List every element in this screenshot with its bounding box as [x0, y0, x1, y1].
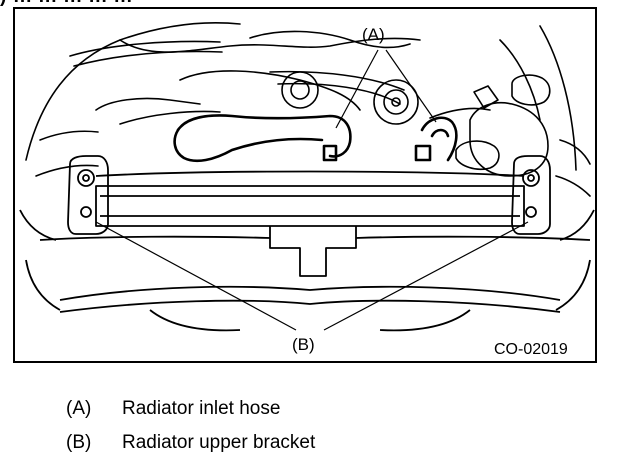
radiator-top-outline	[95, 170, 525, 177]
legend-code: (A)	[66, 398, 92, 419]
legend-label: Radiator inlet hose	[122, 398, 281, 419]
figure-frame	[13, 7, 597, 363]
leader-line-a-left	[335, 49, 379, 129]
right-wiring	[555, 139, 591, 197]
leader-line-b-right	[323, 221, 529, 331]
upper-hose-left	[69, 40, 221, 57]
radiator-upper-tank	[95, 185, 525, 227]
reservoir-cap	[511, 74, 551, 106]
figure-code: CO-02019	[494, 341, 568, 358]
callout-a: (A)	[362, 25, 385, 44]
fender-line-left	[19, 209, 61, 311]
inlet-hose-right-section	[420, 116, 458, 162]
cropped-heading: ) ... ... ... ... ...	[0, 0, 133, 8]
bracket-left-bolt-upper	[77, 169, 95, 187]
hood-latch-support	[269, 226, 357, 277]
legend-item-b: (B) Radiator upper bracket	[66, 432, 315, 454]
bracket-right-bolt-lower	[525, 206, 537, 218]
left-wiring	[35, 130, 99, 177]
radiator-cap	[455, 140, 500, 171]
leader-line-b-left	[95, 221, 297, 331]
legend-code: (B)	[66, 432, 92, 453]
alternator-pulley-inner	[383, 89, 409, 115]
pulley-left	[281, 71, 319, 109]
grille-opening-left	[149, 309, 241, 332]
alternator-pulley-hub	[391, 97, 401, 107]
hood-contour-right	[539, 25, 577, 171]
belt-upper	[269, 70, 405, 91]
front-bumper-beam	[59, 285, 561, 301]
inlet-hose-right-inner	[430, 128, 450, 138]
grille-opening-right	[379, 309, 471, 332]
inlet-hose-clamp-right	[414, 144, 432, 162]
engine-mid-contour	[119, 107, 491, 125]
front-bumper-lower	[59, 299, 561, 313]
leader-line-a-right	[385, 49, 437, 123]
filler-neck	[473, 85, 499, 109]
bracket-left-bolt-upper-hole	[82, 174, 90, 182]
fender-line-right	[555, 209, 595, 311]
bracket-left-bolt-lower	[80, 206, 92, 218]
inlet-hose-left-section	[176, 114, 352, 158]
intake-outline	[179, 70, 361, 111]
inlet-hose-clamp-left	[322, 144, 338, 162]
inlet-hose-left-lower	[173, 128, 324, 163]
upper-hose-left-2	[73, 50, 223, 67]
upper-bracket-right	[511, 155, 551, 235]
bracket-right-bolt-upper	[522, 169, 540, 187]
pulley-left-hub	[290, 80, 310, 100]
callout-b: (B)	[292, 335, 315, 354]
bracket-right-bolt-upper-hole	[527, 174, 535, 182]
strut-right	[499, 39, 541, 121]
legend-item-a: (A) Radiator inlet hose	[66, 398, 280, 420]
alternator-pulley	[373, 79, 419, 125]
engine-block-left	[95, 97, 201, 111]
upper-bracket-left	[67, 155, 109, 235]
legend-label: Radiator upper bracket	[122, 432, 316, 453]
engine-detail-top	[249, 30, 411, 49]
